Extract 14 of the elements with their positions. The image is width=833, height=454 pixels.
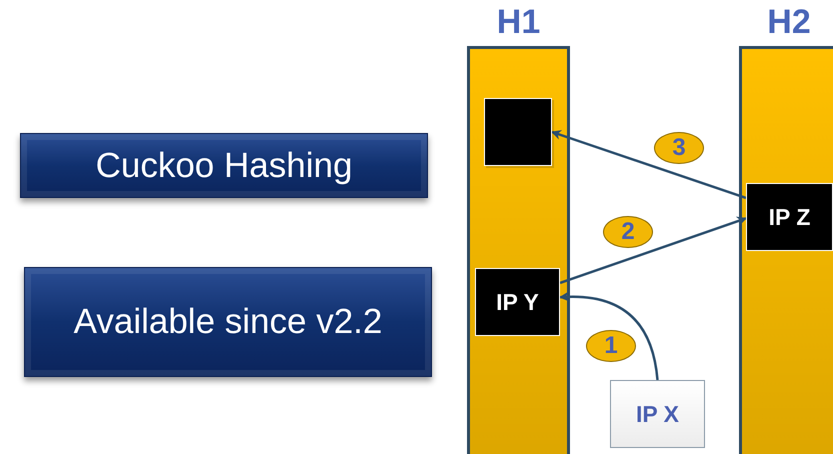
column-heading: H2 [766,2,812,42]
arrow [560,216,747,284]
empty-slot [484,98,552,166]
arrow [559,292,659,380]
table-entry: IP Z [746,183,833,251]
step-number-badge: 2 [603,216,653,248]
title-banner: Cuckoo Hashing [20,133,428,198]
column-heading: H1 [496,2,542,42]
table-entry: IP Y [475,268,560,336]
step-number-badge: 1 [586,330,636,362]
arrow [551,130,746,200]
title-banner: Available since v2.2 [24,267,432,377]
key-box: IP X [610,380,705,448]
step-number-badge: 3 [654,132,704,164]
